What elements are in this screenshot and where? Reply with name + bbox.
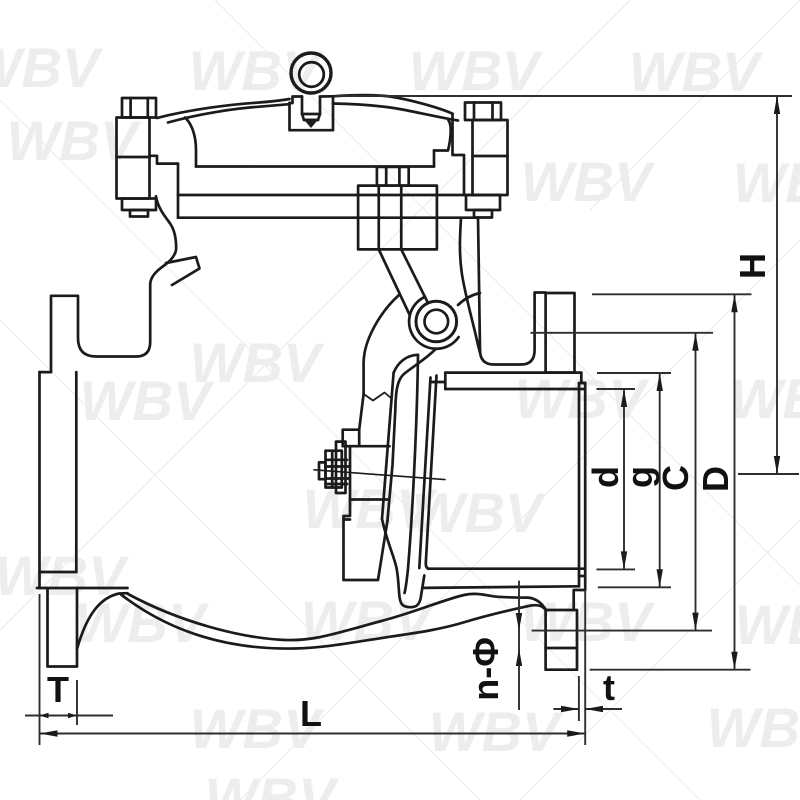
- svg-text:WBV: WBV: [707, 696, 800, 759]
- svg-text:WBV: WBV: [301, 589, 436, 652]
- svg-text:WBV: WBV: [521, 590, 656, 653]
- svg-text:C: C: [655, 465, 696, 491]
- svg-text:WBV: WBV: [205, 766, 340, 800]
- svg-text:WBV: WBV: [733, 151, 800, 214]
- svg-text:WBV: WBV: [629, 40, 764, 103]
- svg-text:n-Φ: n-Φ: [465, 637, 506, 701]
- svg-text:WBV: WBV: [735, 593, 800, 656]
- svg-text:WBV: WBV: [190, 331, 325, 394]
- svg-text:WBV: WBV: [412, 481, 547, 544]
- svg-text:d: d: [585, 466, 626, 488]
- svg-text:WBV: WBV: [429, 700, 564, 763]
- svg-text:T: T: [47, 669, 69, 710]
- svg-text:t: t: [603, 667, 615, 708]
- svg-text:WBV: WBV: [409, 39, 544, 102]
- svg-text:H: H: [732, 253, 773, 279]
- svg-text:WBV: WBV: [7, 109, 142, 172]
- svg-text:g: g: [619, 466, 660, 488]
- svg-text:WBV: WBV: [521, 150, 656, 213]
- svg-text:WBV: WBV: [0, 36, 104, 99]
- svg-text:WBV: WBV: [730, 367, 800, 430]
- svg-text:WBV: WBV: [190, 697, 325, 760]
- svg-text:L: L: [300, 693, 322, 734]
- svg-text:WBV: WBV: [80, 369, 215, 432]
- svg-text:D: D: [695, 466, 736, 492]
